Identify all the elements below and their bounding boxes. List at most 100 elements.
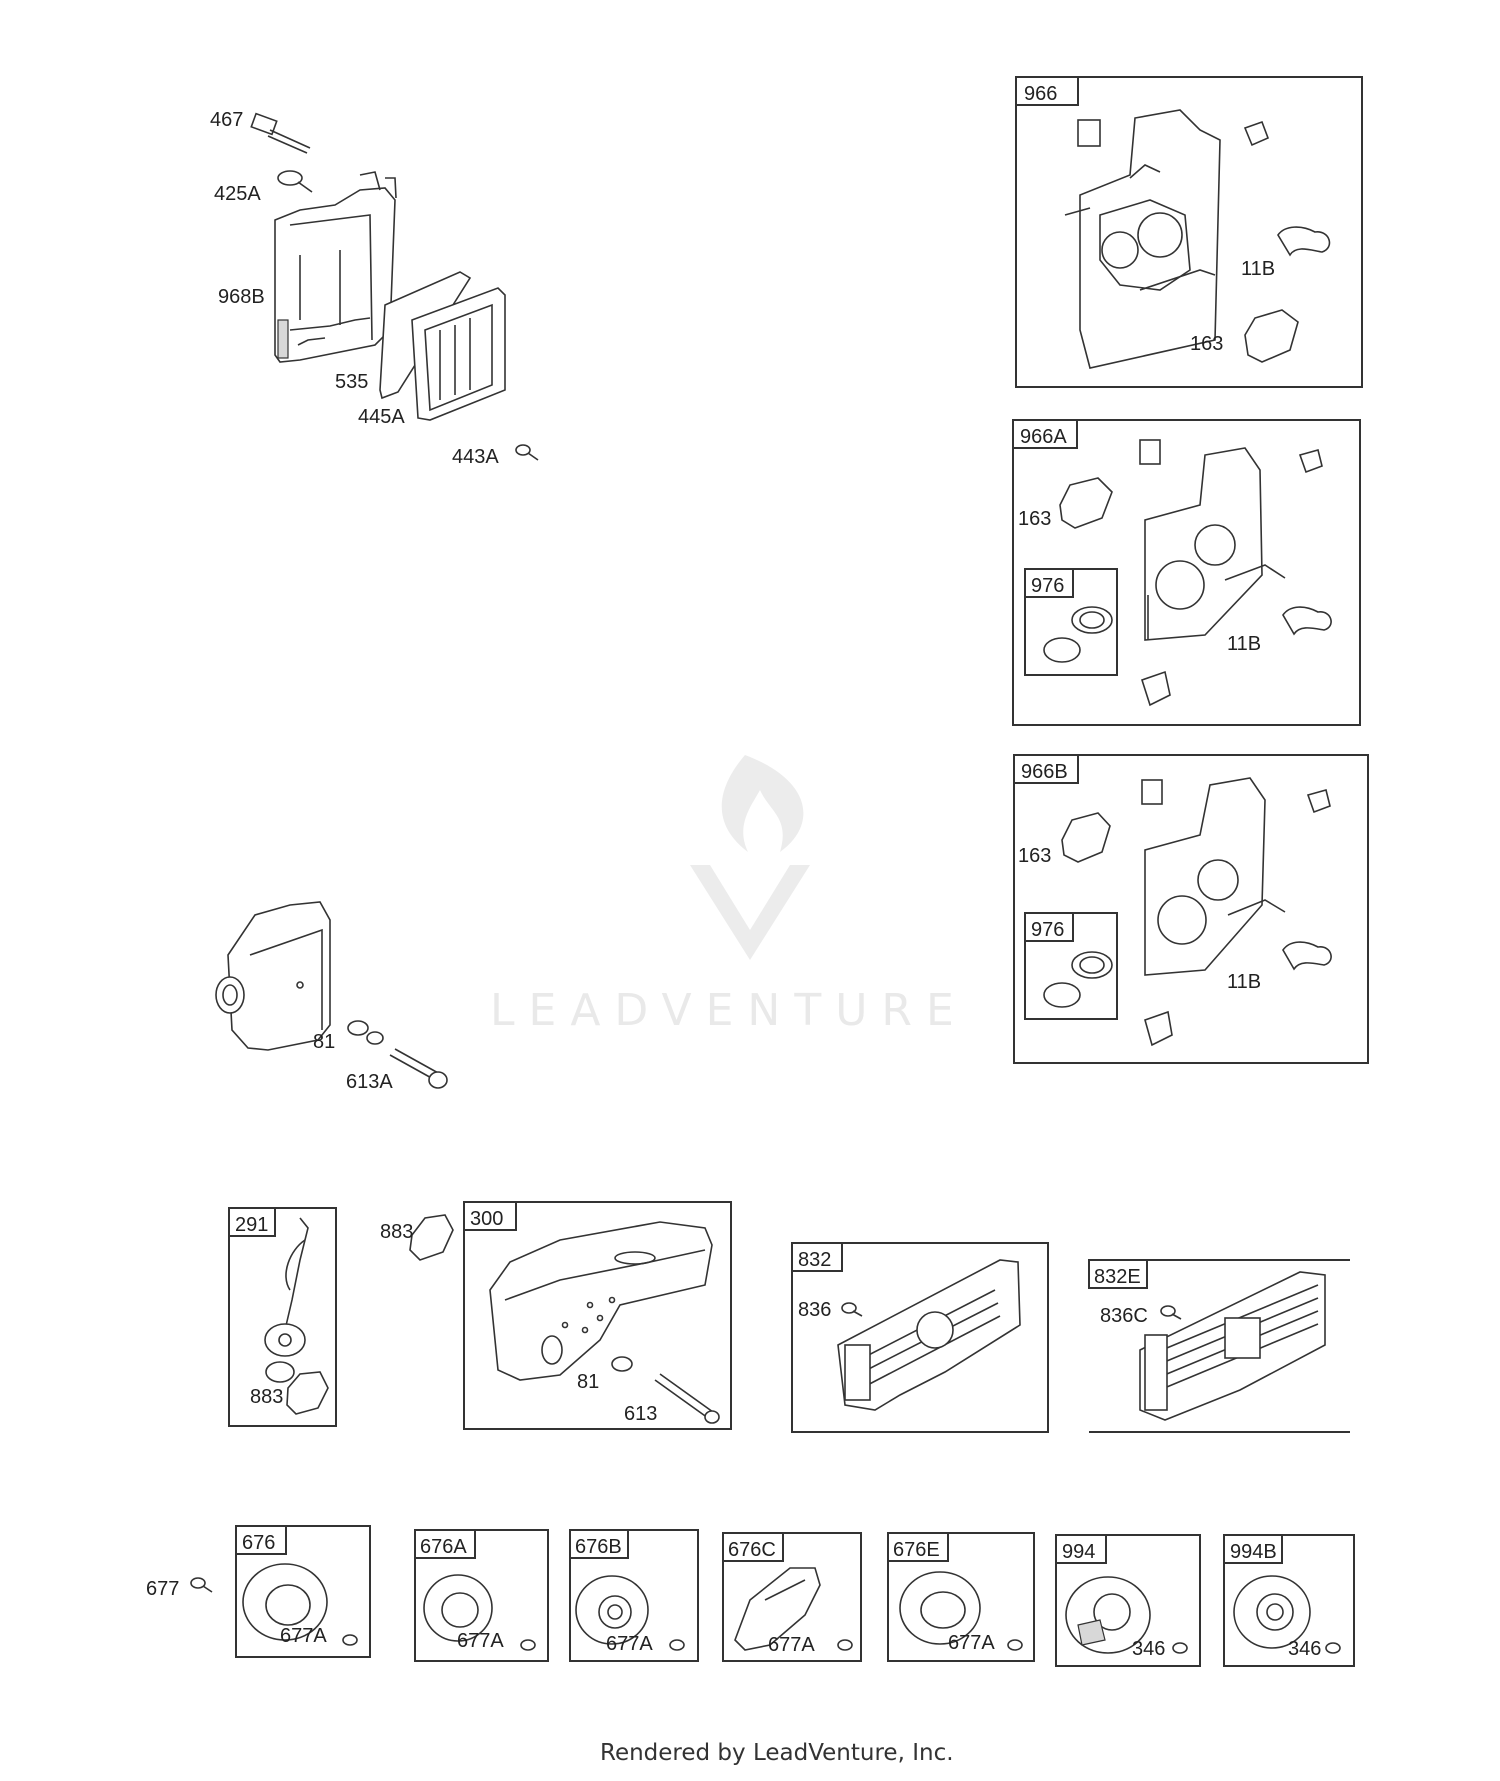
part-445A-drawing: [411, 287, 506, 421]
guard-676-drawing: [242, 1563, 328, 1641]
callout-163-966: 163: [1190, 333, 1223, 355]
callout-836C: 836C: [1100, 1305, 1148, 1327]
guard-994B-drawing: [1233, 1575, 1311, 1649]
part-425A-drawing: [277, 170, 313, 193]
box-label-676: 676: [242, 1532, 275, 1554]
guard-676C-drawing: [734, 1567, 821, 1651]
part-bowl-drawing-966B: [1144, 1010, 1173, 1047]
kit-box-976-in-966A: 976: [1024, 568, 1118, 676]
part-836-drawing: [841, 1302, 863, 1317]
callout-883-lower: 883: [250, 1386, 283, 1408]
part-163-drawing-966A: [1059, 477, 1113, 529]
part-968B-drawing: [274, 171, 397, 363]
kit-box-291: 291 883: [228, 1207, 337, 1427]
box-label-832E: 832E: [1094, 1266, 1141, 1288]
callout-163-966A: 163: [1018, 508, 1051, 530]
callout-535: 535: [335, 371, 368, 393]
callout-11B-966A: 11B: [1227, 633, 1261, 655]
callout-163-966B: 163: [1018, 845, 1051, 867]
callout-346-994B: 346: [1288, 1638, 1321, 1660]
callout-968B: 968B: [218, 286, 265, 308]
part-163-drawing: [1244, 309, 1299, 363]
callout-613: 613: [624, 1403, 657, 1425]
box-label-994B: 994B: [1230, 1541, 1277, 1563]
box-label-291: 291: [235, 1214, 268, 1236]
kit-box-676E: 676E 677A: [887, 1532, 1035, 1662]
callout-443A: 443A: [452, 446, 499, 468]
part-11B-drawing-966B: [1282, 941, 1332, 971]
callout-883-upper: 883: [380, 1221, 413, 1243]
kit-box-832E: 832E 836C: [1088, 1259, 1350, 1433]
part-443A-drawing: [515, 444, 539, 461]
part-832E-heat-shield-drawing: [1139, 1271, 1326, 1421]
callout-677A-676B: 677A: [606, 1633, 653, 1655]
part-883-drawing: [409, 1214, 454, 1261]
kit-box-676B: 676B 677A: [569, 1529, 699, 1662]
kit-box-832: 832 836: [791, 1242, 1049, 1433]
part-163-drawing-966B: [1061, 812, 1111, 863]
box-label-966A: 966A: [1020, 426, 1067, 448]
callout-677: 677: [146, 1578, 179, 1600]
kit-box-966B: 966B 163 11B 976: [1013, 754, 1369, 1064]
part-11B-drawing: [1277, 226, 1331, 257]
kit-box-966A: 966A 163 11B 976: [1012, 419, 1361, 726]
muffler-assembly: 81 613A: [215, 901, 448, 1093]
part-613A-drawing: [389, 1048, 448, 1089]
box-label-966B: 966B: [1021, 761, 1068, 783]
kit-box-676A: 676A 677A: [414, 1529, 549, 1662]
guard-676E-drawing: [899, 1571, 981, 1645]
callout-11B-966: 11B: [1241, 258, 1275, 280]
kit-box-966: 966 11B 163: [1015, 76, 1363, 388]
guard-676A-drawing: [423, 1574, 493, 1642]
part-467-drawing: [250, 112, 311, 154]
flame-logo-icon: [690, 755, 810, 960]
box-label-300: 300: [470, 1208, 503, 1230]
box-label-832: 832: [798, 1249, 831, 1271]
kit-box-676C: 676C 677A: [722, 1532, 862, 1662]
callout-445A: 445A: [358, 406, 405, 428]
box-label-994: 994: [1062, 1541, 1095, 1563]
box-label-676A: 676A: [420, 1536, 467, 1558]
part-883-drawing-291: [286, 1371, 329, 1415]
part-81-drawing-300: [611, 1356, 633, 1372]
carburetor-drawing-966B: [1141, 777, 1331, 976]
kit-box-994B: 994B 346: [1223, 1534, 1355, 1667]
kit-box-676: 676 677A: [235, 1525, 371, 1658]
guard-676B-drawing: [575, 1575, 649, 1645]
callout-677A-676A: 677A: [457, 1630, 504, 1652]
kit-box-994: 994 346: [1055, 1534, 1201, 1667]
box-label-676C: 676C: [728, 1539, 776, 1561]
carburetor-drawing: [1064, 109, 1270, 369]
part-bowl-drawing-966A: [1141, 670, 1171, 707]
part-11B-drawing-966A: [1282, 606, 1332, 636]
box-label-966: 966: [1024, 83, 1057, 105]
callout-836: 836: [798, 1299, 831, 1321]
kit-box-300: 300 81 613: [463, 1201, 732, 1430]
watermark: LEADVENTURE: [490, 755, 954, 1036]
air-filter-assembly: 467 425A 968B 535 445A 443A: [210, 109, 539, 468]
callout-81-upper: 81: [313, 1031, 335, 1053]
callout-11B-966B: 11B: [1227, 971, 1261, 993]
part-300-muffler-drawing: [489, 1221, 713, 1381]
part-836C-drawing: [1160, 1305, 1182, 1320]
callout-613A: 613A: [346, 1071, 393, 1093]
part-832-heat-shield-drawing: [837, 1259, 1021, 1411]
kit-box-976-in-966B: 976: [1024, 912, 1118, 1020]
part-muffler-drawing: [215, 901, 331, 1051]
part-613-drawing: [654, 1373, 720, 1424]
box-label-676E: 676E: [893, 1539, 940, 1561]
box-label-976-966A: 976: [1031, 575, 1064, 597]
part-291-drawing: [264, 1217, 309, 1383]
callout-346-994: 346: [1132, 1638, 1165, 1660]
carburetor-drawing-966A: [1139, 439, 1323, 641]
callout-467: 467: [210, 109, 243, 131]
part-81-drawing: [347, 1020, 384, 1045]
callout-677A-676E: 677A: [948, 1632, 995, 1654]
box-label-676B: 676B: [575, 1536, 622, 1558]
callout-425A: 425A: [214, 183, 261, 205]
box-label-976-966B: 976: [1031, 919, 1064, 941]
footer-credit: Rendered by LeadVenture, Inc.: [600, 1740, 954, 1766]
part-677-drawing: [190, 1577, 213, 1593]
callout-677A-676: 677A: [280, 1625, 327, 1647]
